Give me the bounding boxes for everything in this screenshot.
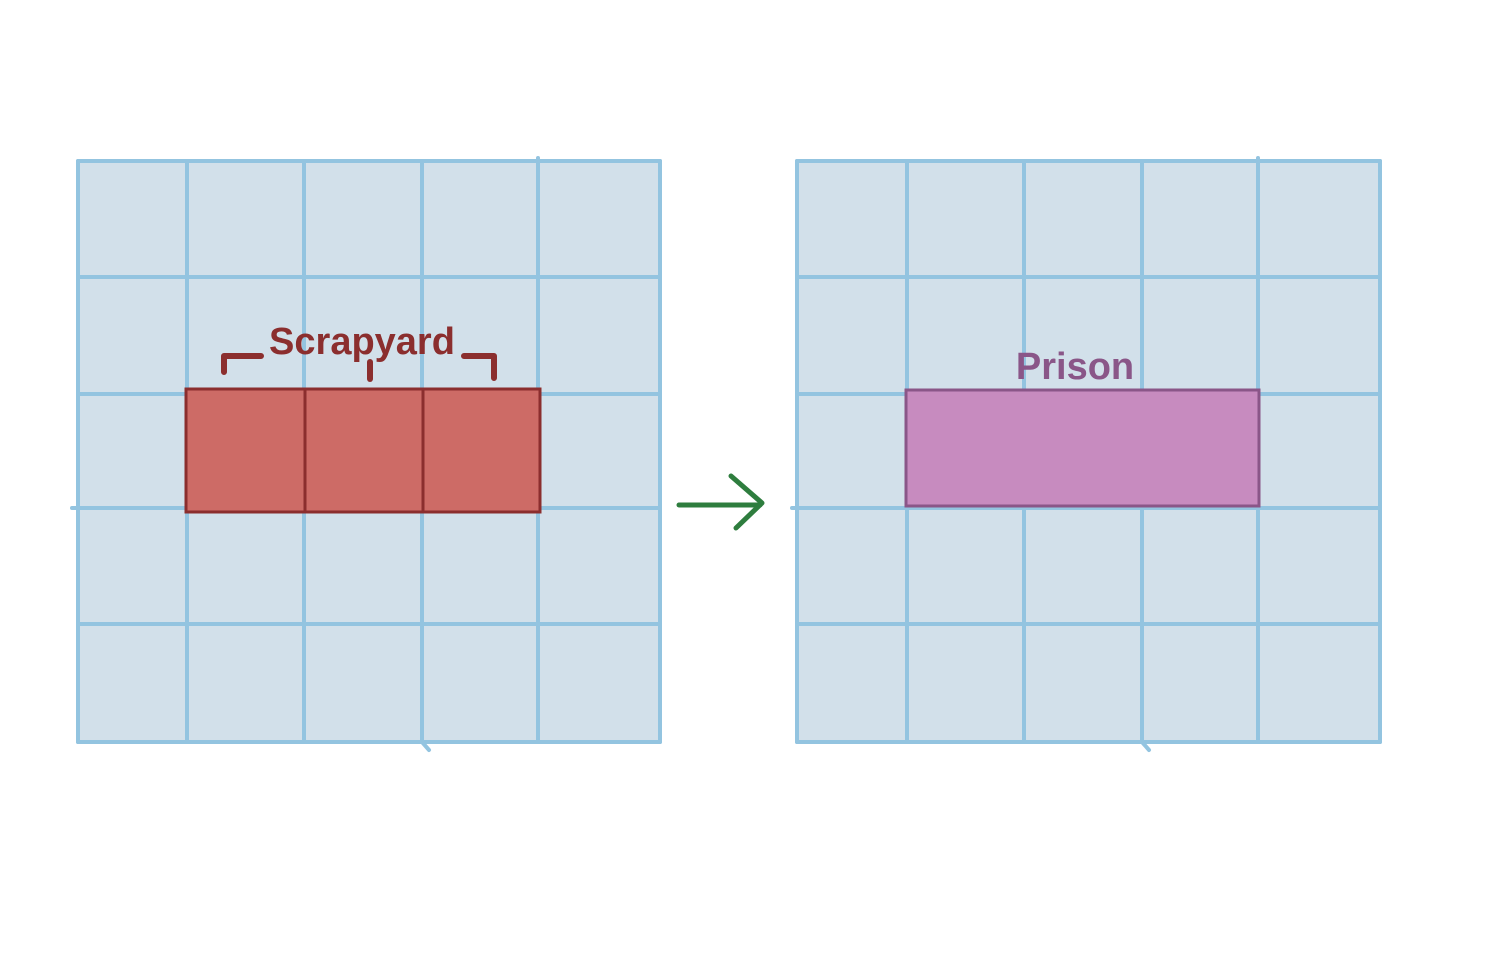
transform-arrow-icon — [676, 473, 765, 531]
scrapyard-building — [184, 387, 542, 514]
prison-block — [904, 388, 1261, 508]
scrapyard-block — [184, 387, 542, 514]
scrapyard-label: Scrapyard — [269, 321, 455, 363]
right-grid-panel: Prison — [790, 156, 1382, 752]
prison-label: Prison — [1016, 346, 1134, 388]
left-grid-panel: Scrapyard — [70, 156, 662, 752]
scrapyard-bracket — [221, 353, 497, 382]
prison-building — [904, 388, 1261, 508]
